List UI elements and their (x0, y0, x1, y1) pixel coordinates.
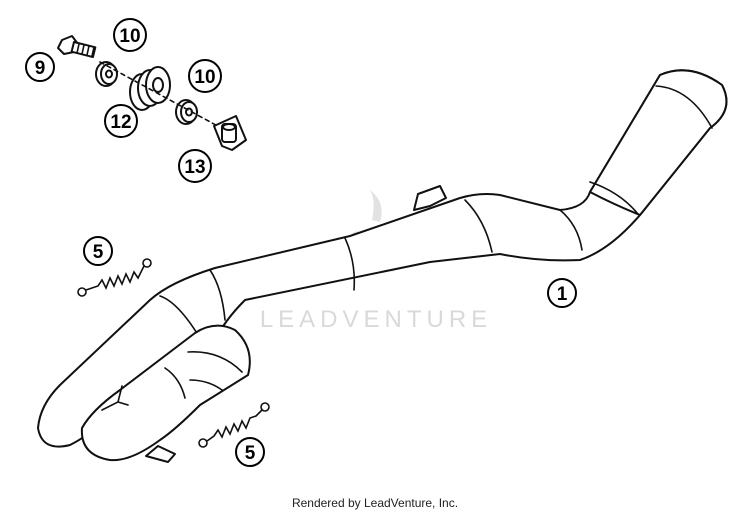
rubber-grommet[interactable] (129, 66, 171, 111)
callout-9: 9 (25, 52, 55, 82)
clip-nut[interactable] (213, 115, 247, 151)
watermark-text: LEADVENTURE (260, 306, 492, 333)
callout-10-upper: 10 (113, 18, 147, 52)
svg-text:10: 10 (194, 67, 215, 88)
bolt[interactable] (57, 35, 97, 59)
callout-5-upper: 5 (83, 236, 113, 266)
callout-10-lower: 10 (188, 59, 222, 93)
callout-1: 1 (547, 278, 577, 308)
svg-text:5: 5 (245, 443, 256, 464)
callout-13: 13 (178, 149, 212, 183)
header-branch[interactable] (80, 324, 251, 463)
svg-text:12: 12 (110, 112, 131, 133)
rendered-by-footer: Rendered by LeadVenture, Inc. (291, 496, 459, 510)
svg-text:9: 9 (35, 58, 46, 79)
svg-text:1: 1 (557, 284, 568, 305)
svg-text:10: 10 (119, 26, 140, 47)
svg-text:5: 5 (93, 242, 104, 263)
spring-lower[interactable] (198, 402, 270, 448)
callout-12: 12 (104, 104, 138, 138)
svg-text:13: 13 (184, 157, 205, 178)
spring-upper[interactable] (77, 258, 152, 297)
callout-5-lower: 5 (235, 437, 265, 467)
washer-lower[interactable] (175, 99, 198, 125)
assembly-line (99, 61, 226, 131)
